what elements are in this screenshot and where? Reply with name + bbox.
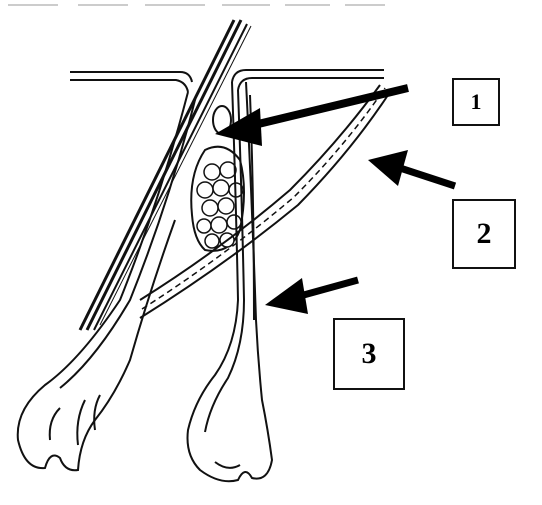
label-text-2: 2 bbox=[477, 217, 492, 251]
arrow-2 bbox=[368, 150, 455, 186]
arrow-1 bbox=[215, 88, 408, 146]
label-box-3: 3 bbox=[333, 318, 405, 390]
label-text-3: 3 bbox=[362, 337, 377, 371]
arrow-3 bbox=[265, 278, 358, 314]
label-box-2: 2 bbox=[452, 199, 516, 269]
label-text-1: 1 bbox=[471, 89, 482, 115]
label-box-1: 1 bbox=[452, 78, 500, 126]
